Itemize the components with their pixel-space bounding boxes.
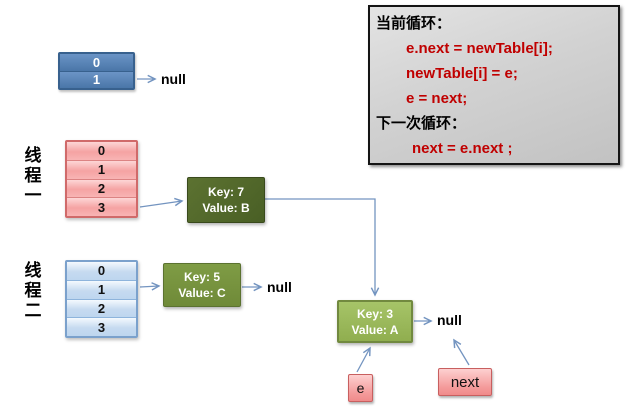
pointer-next-label: next [450,373,480,391]
node-key-label: Key: 7 [207,185,245,199]
pointer-e-box: e [348,374,373,402]
thread1-table: 0 1 2 3 [65,140,138,218]
key3-null-label: null [437,312,462,328]
current-loop-heading: 当前循环： [376,15,452,32]
key5-null-label: null [267,279,292,295]
node-value-label: Value: A [351,322,399,337]
code-line-newtable-assign: newTable[i] = e; [406,65,518,82]
table-cell: 3 [67,197,136,216]
table-cell: 3 [67,317,136,336]
top-table-null-label: null [161,71,186,87]
pointer-next-box: next [438,368,492,396]
node-key-label: Key: 5 [183,270,221,284]
node-value-label: Value: B [202,201,250,215]
loop-code-panel: 当前循环： e.next = newTable[i]; newTable[i] … [368,5,620,165]
table-cell: 2 [67,178,136,198]
table-cell: 1 [60,70,133,88]
pointer-e-label: e [356,380,365,396]
thread2-label: 线程二 [24,261,42,320]
table-cell: 0 [60,54,133,71]
table-cell: 2 [67,298,136,318]
table-cell: 1 [67,279,136,299]
node-key5: Key: 5 Value: C [163,263,241,307]
node-key3: Key: 3 Value: A [337,300,413,343]
thread2-table: 0 1 2 3 [65,260,138,338]
code-line-e-assign: e = next; [406,90,468,107]
code-line-enext-assign: e.next = newTable[i]; [406,40,553,57]
table-cell: 0 [67,262,136,280]
new-table-top: 0 1 [58,52,135,90]
next-loop-heading: 下一次循环： [376,115,467,132]
thread1-label: 线程一 [24,146,42,205]
node-key7: Key: 7 Value: B [187,177,265,223]
node-value-label: Value: C [178,286,226,300]
node-key-label: Key: 3 [356,306,394,321]
table-cell: 1 [67,159,136,179]
code-line-next-assign: next = e.next ; [412,140,513,157]
table-cell: 0 [67,142,136,160]
